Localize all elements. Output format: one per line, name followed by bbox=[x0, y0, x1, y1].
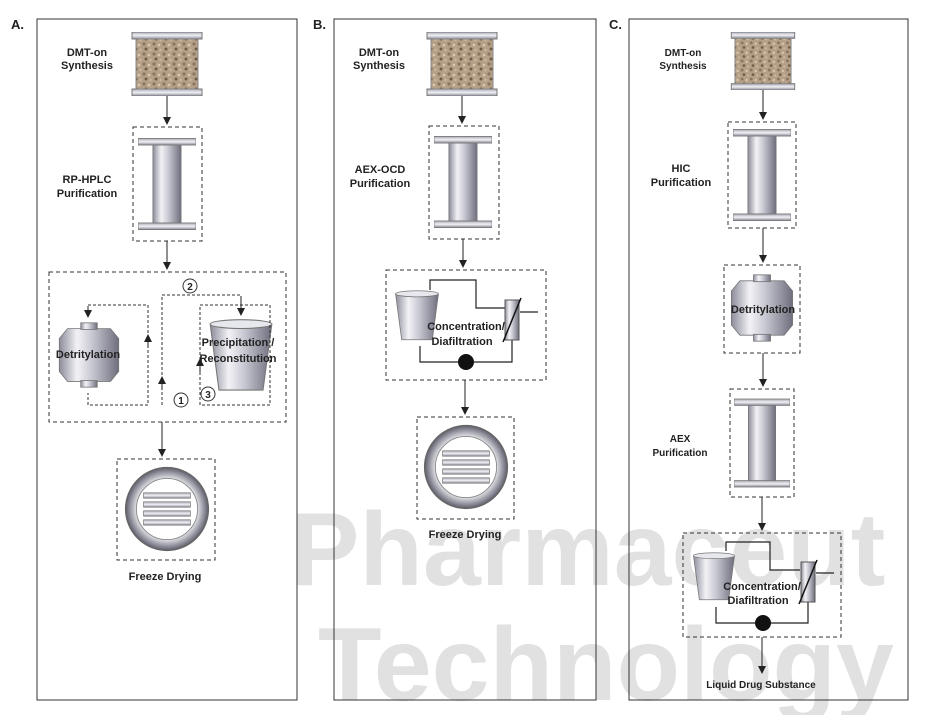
panel-a-frame bbox=[36, 18, 298, 701]
panel-b: B. DMT-on Synthesis AEX-OCD Purification… bbox=[313, 17, 597, 701]
c-concentration-label-2: Diafiltration bbox=[727, 595, 788, 607]
watermark: Pharmaceut Technology bbox=[290, 492, 894, 715]
a-final-label: Freeze Drying bbox=[129, 571, 202, 583]
c-final-label: Liquid Drug Substance bbox=[706, 680, 816, 691]
b-synthesis-label-2: Synthesis bbox=[353, 60, 405, 72]
c-synthesis-label-2: Synthesis bbox=[659, 61, 707, 72]
a-marker-1 bbox=[173, 392, 189, 408]
b-dryer-box bbox=[416, 416, 515, 520]
a-marker-3-text: 3 bbox=[205, 390, 211, 401]
a-hplc-column-icon bbox=[138, 137, 196, 231]
b-synthesis-label-1: DMT-on bbox=[359, 47, 400, 59]
b-pump-icon bbox=[458, 354, 474, 370]
panel-c-letter: C. bbox=[609, 17, 622, 32]
a-freeze-dryer-icon bbox=[124, 466, 210, 552]
a-precipitation-label-2: Reconstitution bbox=[200, 353, 277, 365]
watermark-line-1: Pharmaceut bbox=[290, 492, 885, 608]
a-marker-1-text: 1 bbox=[178, 396, 184, 407]
c-hic-label-1: HIC bbox=[672, 163, 691, 175]
a-marker-3 bbox=[200, 386, 216, 402]
c-detritylation-box bbox=[723, 264, 801, 354]
c-hic-label-2: Purification bbox=[651, 177, 712, 189]
a-purification-label-1: RP-HPLC bbox=[63, 174, 112, 186]
panel-b-frame bbox=[333, 18, 597, 701]
a-purification-label-2: Purification bbox=[57, 188, 118, 200]
a-synthesis-reactor-icon bbox=[131, 32, 203, 96]
b-synthesis-reactor-icon bbox=[426, 32, 498, 96]
c-pump-icon bbox=[755, 615, 771, 631]
b-purification-label-2: Purification bbox=[350, 178, 411, 190]
c-aex-column-icon bbox=[734, 398, 790, 488]
b-freeze-dryer-icon bbox=[423, 424, 509, 510]
panel-c-frame bbox=[628, 18, 909, 701]
c-tff-box bbox=[682, 532, 842, 638]
a-loop-box bbox=[48, 271, 287, 423]
a-marker-2 bbox=[182, 278, 198, 294]
a-synthesis-label-2: Synthesis bbox=[61, 60, 113, 72]
panel-c: C. DMT-on Synthesis HIC Purification Det… bbox=[609, 17, 909, 701]
b-aex-column-icon bbox=[434, 135, 492, 229]
watermark-line-2: Technology bbox=[318, 607, 894, 715]
b-final-label: Freeze Drying bbox=[429, 529, 502, 541]
b-concentration-label-1: Concentration/ bbox=[427, 321, 505, 333]
a-dryer-box bbox=[116, 458, 216, 561]
c-detritylation-label: Detritylation bbox=[731, 304, 795, 316]
b-tff-box bbox=[385, 269, 547, 381]
a-precipitation-label-1: Precipitation / bbox=[202, 337, 275, 349]
panel-a-letter: A. bbox=[11, 17, 24, 32]
a-marker-2-text: 2 bbox=[187, 282, 193, 293]
a-synthesis-label-1: DMT-on bbox=[67, 47, 108, 59]
c-filter-membrane bbox=[798, 559, 818, 605]
b-column-box bbox=[428, 125, 500, 240]
b-tff-lines bbox=[419, 279, 538, 363]
c-synthesis-reactor-icon bbox=[730, 32, 796, 90]
c-aex-label-1: AEX bbox=[670, 434, 691, 445]
a-detritylation-label: Detritylation bbox=[56, 349, 120, 361]
c-aex-label-2: Purification bbox=[652, 448, 707, 459]
c-hic-column-icon bbox=[733, 128, 791, 222]
b-filter-membrane bbox=[502, 297, 522, 343]
c-hic-column-box bbox=[727, 121, 797, 229]
c-concentration-label-1: Concentration/ bbox=[723, 581, 801, 593]
panel-b-letter: B. bbox=[313, 17, 326, 32]
b-purification-label-1: AEX-OCD bbox=[355, 164, 406, 176]
panel-a: A. DMT-on Synthesis RP-HPLC Purification… bbox=[11, 17, 298, 701]
b-concentration-label-2: Diafiltration bbox=[431, 336, 492, 348]
c-synthesis-label-1: DMT-on bbox=[665, 48, 702, 59]
